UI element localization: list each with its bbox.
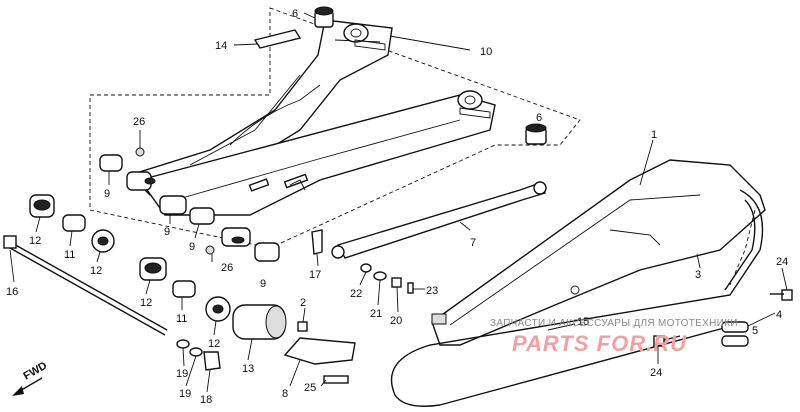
bushing-top <box>314 6 334 28</box>
callout-2: 2 <box>300 297 306 309</box>
callout-12-b: 12 <box>90 265 102 277</box>
callout-24-right: 24 <box>776 256 788 268</box>
master-link <box>721 321 749 347</box>
callout-17: 17 <box>309 269 321 281</box>
callout-3: 3 <box>695 269 701 281</box>
fwd-arrow <box>12 377 43 396</box>
callout-14: 14 <box>215 40 227 52</box>
callout-9-b: 9 <box>164 226 170 238</box>
callout-16: 16 <box>6 286 18 298</box>
callout-11-b: 11 <box>176 313 187 325</box>
callout-4: 4 <box>776 309 782 321</box>
callout-8: 8 <box>282 388 288 400</box>
callout-10: 10 <box>480 46 492 58</box>
label-plate <box>253 29 302 49</box>
swingarm <box>89 7 581 249</box>
callout-numbers: 6 14 10 6 1 26 9 9 9 9 26 7 12 11 12 16 … <box>6 8 788 406</box>
callout-23: 23 <box>426 285 438 297</box>
callout-26-upper: 26 <box>133 116 145 128</box>
bushing-right <box>525 123 547 145</box>
leader-lines <box>9 12 788 393</box>
callout-9-d: 9 <box>260 278 266 290</box>
callout-12-c: 12 <box>140 297 152 309</box>
callout-12-a: 12 <box>29 235 41 247</box>
callout-20: 20 <box>390 315 402 327</box>
callout-9-c: 9 <box>189 241 195 253</box>
callout-22: 22 <box>350 288 362 300</box>
pivot-parts-upper <box>99 147 280 262</box>
callout-15: 15 <box>577 316 589 328</box>
callout-6-right: 6 <box>536 112 542 124</box>
pivot-bolt <box>3 235 168 336</box>
callout-25: 25 <box>304 382 316 394</box>
callout-19-b: 19 <box>179 388 191 400</box>
chain-case <box>431 159 766 346</box>
washers-nut <box>176 339 221 371</box>
callout-13: 13 <box>242 363 254 375</box>
callout-5: 5 <box>752 325 758 337</box>
callout-12-d: 12 <box>208 338 220 350</box>
callout-7: 7 <box>470 237 476 249</box>
fwd-label: FWD <box>22 360 50 383</box>
callout-18: 18 <box>200 394 212 406</box>
callout-19-a: 19 <box>176 368 188 380</box>
callout-1: 1 <box>651 129 657 141</box>
drive-chain <box>390 189 764 407</box>
callout-9-a: 9 <box>104 188 110 200</box>
callout-21: 21 <box>370 308 382 320</box>
callout-6-top: 6 <box>292 8 298 20</box>
chain-adjuster-rod <box>331 181 547 259</box>
callout-24-bottom: 24 <box>650 367 662 379</box>
callout-26-lower: 26 <box>221 262 233 274</box>
chain-guide-plate <box>283 337 356 365</box>
watermark-brand: PARTS FOR.RU <box>512 331 687 356</box>
callout-11-a: 11 <box>64 249 75 261</box>
watermark-caption: ЗАПЧАСТИ И АКСЕССУАРЫ ДЛЯ МОТОТЕХНИКИ <box>490 318 738 329</box>
pivot-parts-lower <box>29 194 287 340</box>
